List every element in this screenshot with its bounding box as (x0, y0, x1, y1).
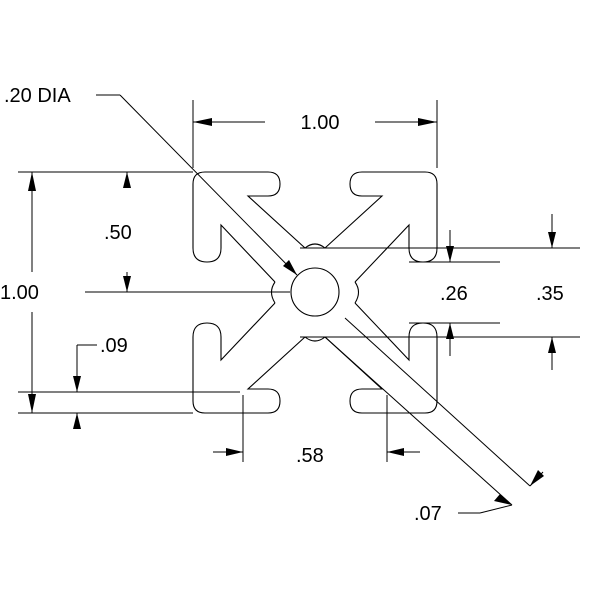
dim-half-height (85, 172, 290, 293)
dim-overall-height (18, 171, 193, 414)
label-lip-thickness: .09 (100, 335, 128, 357)
leader-hole-dia (96, 94, 298, 276)
dim-slot-width (213, 395, 420, 462)
label-overall-width: 1.00 (301, 112, 340, 134)
label-half-height: .50 (104, 222, 132, 244)
label-hole-dia: .20 DIA (4, 85, 71, 107)
label-slot-width: .58 (296, 445, 324, 467)
dim-lip-thickness (18, 344, 240, 429)
dim-slot-opening (409, 230, 500, 356)
label-slot-depth-span: .35 (536, 283, 564, 305)
label-slot-opening: .26 (440, 283, 468, 305)
dim-overall-width (192, 100, 438, 168)
dim-slot-depth-span (300, 214, 580, 370)
center-hole (290, 267, 340, 317)
label-web-thickness: .07 (414, 503, 442, 525)
profile-outline (192, 171, 438, 414)
dim-web-thickness (324, 317, 544, 514)
label-overall-height: 1.00 (0, 282, 39, 304)
